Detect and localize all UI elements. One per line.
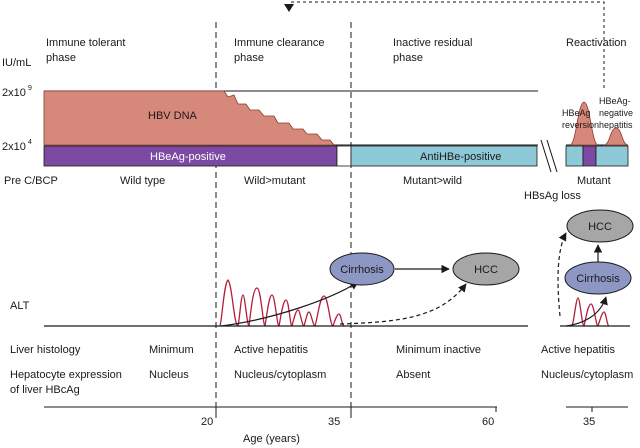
y-axis-low-exp: 4 [28,139,32,146]
hbv-dna-area [43,90,335,146]
phase-immune-clearance-line1: Immune clearance [234,37,325,49]
x-tick-60: 60 [482,416,494,428]
reactivation-alt-arrow [565,296,608,327]
axis-break-2 [546,139,558,173]
hcc-node-reactivation [566,209,634,243]
hepatocyte-label-line2: of liver HBcAg [10,384,80,396]
reactivation-bar-right [595,145,629,167]
antihbe-positive-label: AntiHBe-positive [420,151,501,163]
hepatocyte-absent: Absent [396,369,430,381]
hbeag-negative-label-1: HBeAg- [599,96,631,106]
hepatocyte-nucleus: Nucleus [149,369,189,381]
phase-immune-tolerant-line1: Immune tolerant [46,37,125,49]
hbeag-reversion-peak [569,101,599,146]
hepatocyte-nucleus-cytoplasm-reactivation: Nucleus/cytoplasm [541,369,633,381]
alt-progression-arrow [220,281,359,327]
phase-immune-tolerant-line2: phase [46,52,76,64]
histology-active-hepatitis-reactivation: Active hepatitis [541,344,615,356]
precore-label: Pre C/BCP [4,175,58,187]
inactive-to-hcc-dashed-arrow [339,283,467,325]
y-axis-unit: IU/mL [2,57,31,69]
axis-break-1 [540,139,552,173]
reactivation-bar-left [565,145,584,167]
x-tick-20: 20 [201,416,213,428]
histology-minimum-inactive: Minimum inactive [396,344,481,356]
y-axis-high-exp: 9 [28,85,32,92]
precore-mutant: Mutant [577,175,611,187]
phase-inactive-residual-line1: Inactive residual [393,37,473,49]
x-tick-35-reactivation: 35 [583,416,595,428]
phase-reactivation: Reactivation [566,37,627,49]
hepatocyte-label-line1: Hepatocyte expression [10,369,122,381]
alt-curve-reactivation [571,297,610,327]
hbeag-reversion-label-1: HBeAg [562,108,591,118]
hbv-dna-label: HBV DNA [148,110,198,122]
reactivation-to-hcc-dashed-arrow [557,232,567,317]
reactivation-feedback-dotted-line [289,1,605,88]
precore-wild-mutant: Wild>mutant [244,175,305,187]
hbeag-reversion-label-2: reversion [562,120,599,130]
cirrhosis-node-reactivation-label: Cirrhosis [576,273,620,285]
histology-active-hepatitis: Active hepatitis [234,344,308,356]
alt-label: ALT [10,300,30,312]
cirrhosis-node [329,252,395,286]
hbeag-negative-label-3: hepatitis [599,120,633,130]
alt-curve-main [219,279,345,327]
x-axis-label: Age (years) [243,433,300,445]
hcc-node-reactivation-label: HCC [588,221,612,233]
reactivation-bar-hbeag [582,145,597,167]
hepatocyte-nucleus-cytoplasm: Nucleus/cytoplasm [234,369,326,381]
hbeag-negative-hepatitis-peak [603,127,629,146]
histology-minimum: Minimum [149,344,194,356]
hcc-node [452,252,520,286]
seroconversion-gap [336,145,352,167]
precore-wild-type: Wild type [120,175,165,187]
hbeag-negative-label-2: negative [599,108,633,118]
antihbe-positive-bar [350,145,538,167]
y-axis-high-base: 2x10 [2,87,26,99]
hbsag-loss-label: HBsAg loss [524,190,581,202]
cirrhosis-node-label: Cirrhosis [340,264,384,276]
precore-mutant-wild: Mutant>wild [403,175,462,187]
hcc-node-label: HCC [474,264,498,276]
x-tick-35: 35 [328,416,340,428]
y-axis-low-base: 2x10 [2,141,26,153]
reactivation-feedback-arrowhead [284,4,294,12]
phase-immune-clearance-line2: phase [234,52,264,64]
hbeag-positive-label: HBeAg-positive [150,151,226,163]
liver-histology-label: Liver histology [10,344,81,356]
phase-inactive-residual-line2: phase [393,52,423,64]
